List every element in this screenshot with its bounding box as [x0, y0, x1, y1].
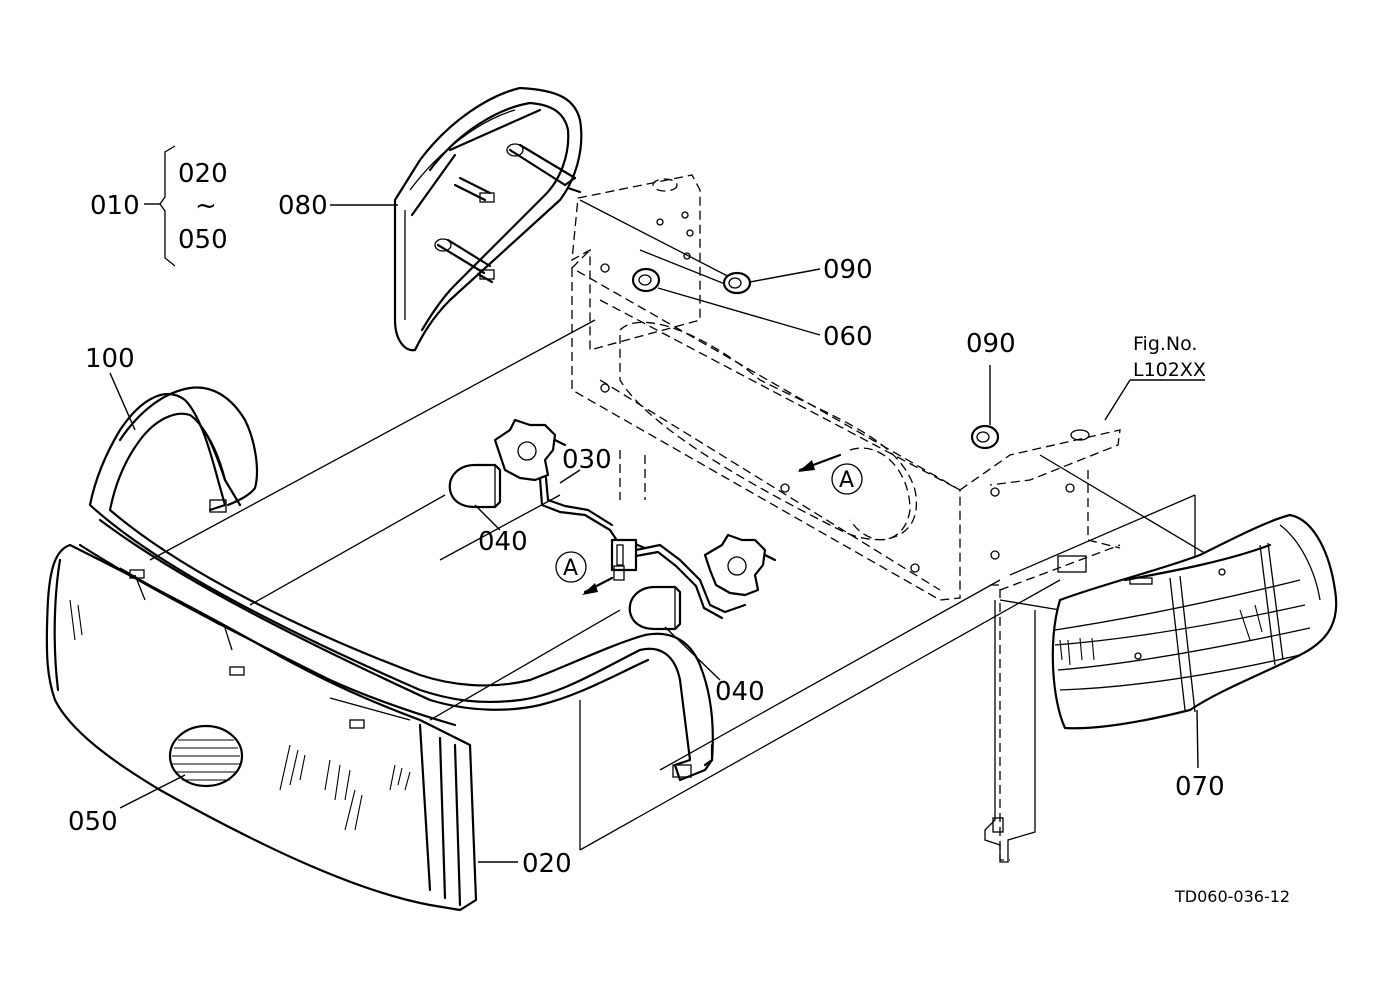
- label-060: 060: [823, 322, 873, 352]
- leader-090-upper: [749, 268, 821, 283]
- leader-070: [1196, 709, 1199, 769]
- part-labels: 010 020 ~ 050 080 090 060 090 Fig.No. L1…: [68, 159, 1290, 906]
- side-marker-hatching: [172, 739, 240, 781]
- label-040-upper: 040: [478, 527, 528, 557]
- bulb-040-upper: [448, 463, 502, 509]
- view-label-a-lower: A: [563, 556, 578, 581]
- label-050-group: 050: [178, 225, 228, 255]
- leader-040-upper: [474, 504, 501, 531]
- drawing-code: TD060-036-12: [1174, 887, 1290, 906]
- turn-lamp-070: [1051, 513, 1338, 730]
- label-050: 050: [68, 807, 118, 837]
- label-090-upper: 090: [823, 255, 873, 285]
- nut-090-upper: [722, 271, 752, 295]
- mounting-bracket: [571, 174, 1121, 863]
- nut-090-right: [970, 424, 1000, 450]
- view-marker-a-lower: [555, 551, 614, 595]
- label-010: 010: [90, 191, 140, 221]
- leader-050: [119, 774, 186, 809]
- bulb-040-lower: [628, 585, 682, 631]
- leader-060: [657, 287, 821, 336]
- label-090-right: 090: [966, 329, 1016, 359]
- fig-no-value: L102XX: [1133, 359, 1206, 381]
- fig-no-leader: [1104, 379, 1131, 421]
- label-tilde: ~: [195, 191, 217, 221]
- fig-no-title: Fig.No.: [1133, 333, 1197, 355]
- label-030: 030: [562, 445, 612, 475]
- assembly-group-bracket: [144, 145, 176, 267]
- label-080: 080: [278, 191, 328, 221]
- grommet-060: [631, 267, 661, 293]
- label-070: 070: [1175, 772, 1225, 802]
- wire-harness-030: [493, 418, 777, 620]
- leader-040-lower: [664, 626, 721, 681]
- lamp-guard-100: [88, 386, 714, 782]
- head-lamp-020: [45, 543, 478, 912]
- rear-lamp-080: [393, 86, 583, 352]
- leader-100: [109, 372, 136, 431]
- label-020-group: 020: [178, 159, 228, 189]
- label-100: 100: [85, 344, 135, 374]
- view-label-a-upper: A: [839, 468, 854, 493]
- label-020: 020: [522, 849, 572, 879]
- label-040-lower: 040: [715, 677, 765, 707]
- leader-030: [559, 469, 581, 484]
- view-marker-a-upper: [798, 453, 863, 495]
